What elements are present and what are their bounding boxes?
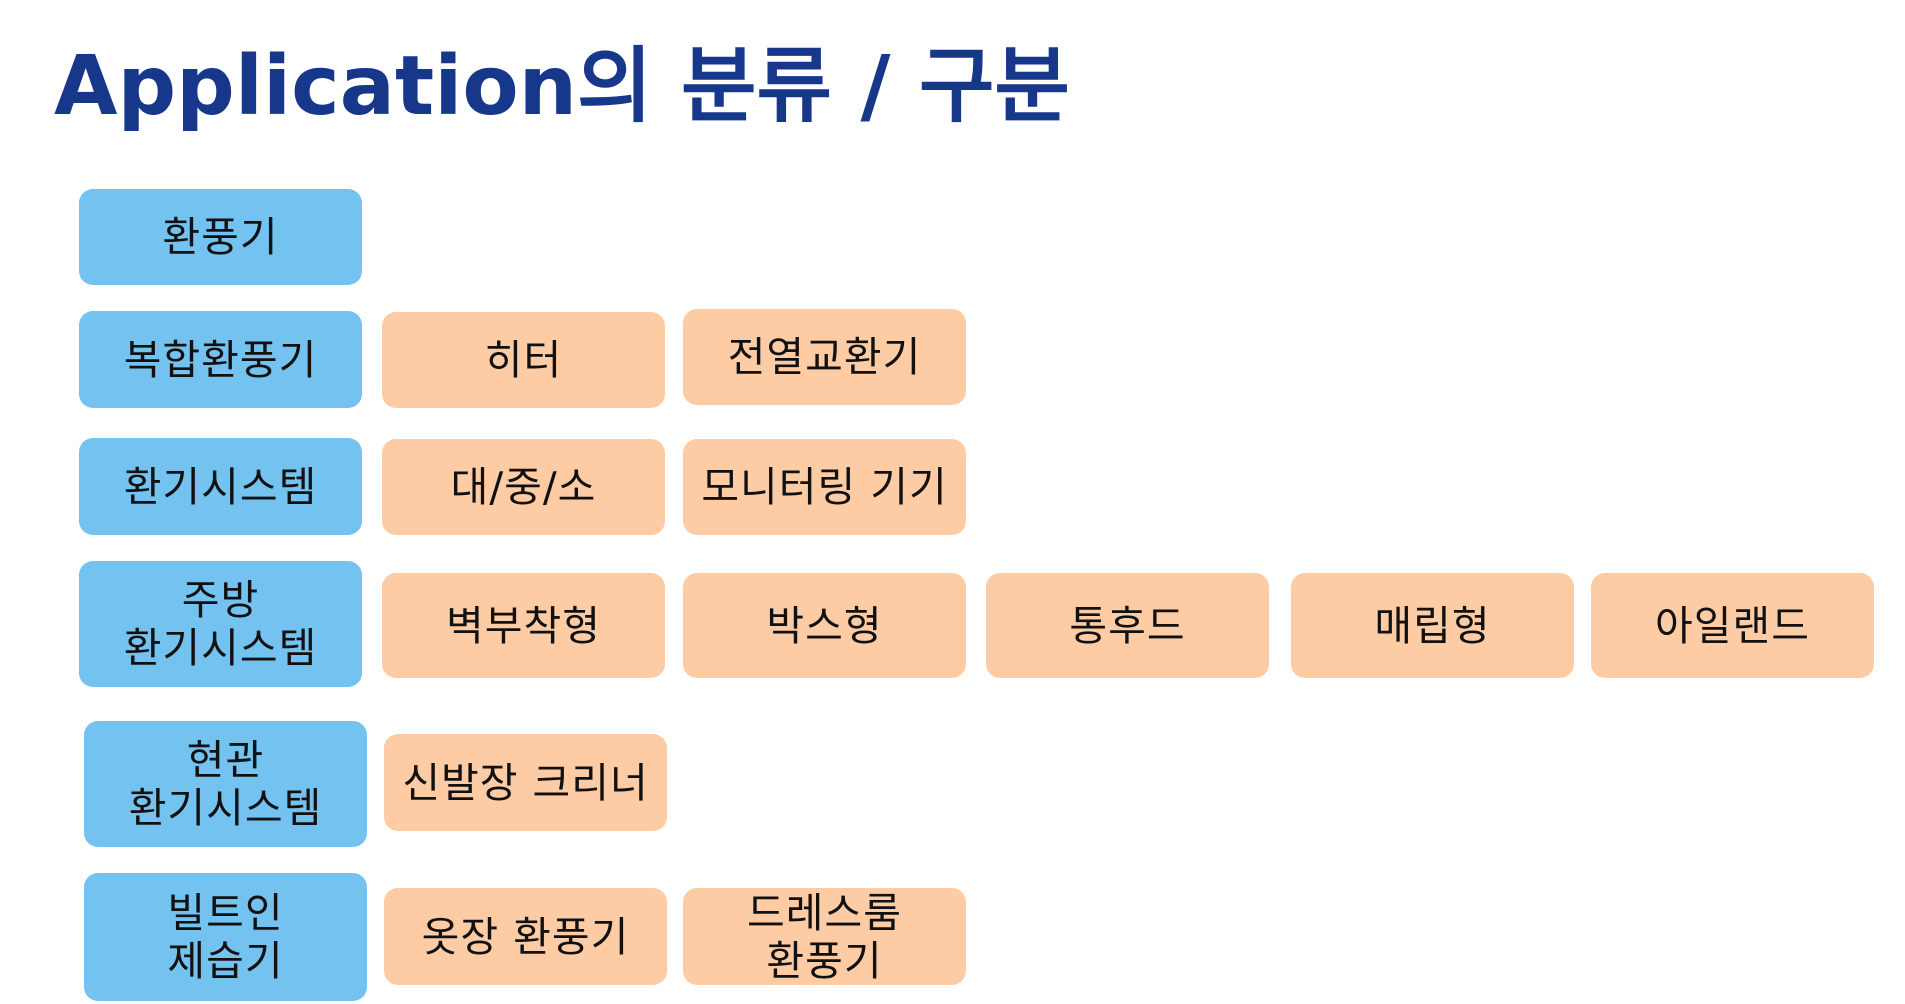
item-box-wall-mounted: 벽부착형	[382, 573, 665, 678]
item-box-shoe-cabinet-cleaner: 신발장 크리너	[384, 734, 667, 831]
category-box-combined-fan: 복합환풍기	[79, 311, 362, 408]
item-box-dressroom-fan: 드레스룸 환풍기	[683, 888, 966, 985]
category-box-built-in-dehumidifier: 빌트인 제습기	[84, 873, 367, 1001]
item-box-box-type: 박스형	[683, 573, 966, 678]
item-box-monitoring-device: 모니터링 기기	[683, 439, 966, 535]
item-box-island: 아일랜드	[1591, 573, 1874, 678]
item-box-built-in-type: 매립형	[1291, 573, 1574, 678]
category-box-entrance-ventilation: 현관 환기시스템	[84, 721, 367, 847]
item-box-heat-exchanger: 전열교환기	[683, 309, 966, 405]
category-box-kitchen-ventilation: 주방 환기시스템	[79, 561, 362, 687]
item-box-heater: 히터	[382, 312, 665, 408]
item-box-tong-hood: 통후드	[986, 573, 1269, 678]
item-box-size: 대/중/소	[382, 439, 665, 535]
category-box-ventilation-system: 환기시스템	[79, 438, 362, 535]
category-box-ventilation-fan: 환풍기	[79, 189, 362, 285]
item-box-wardrobe-fan: 옷장 환풍기	[384, 888, 667, 985]
page-title: Application의 분류 / 구분	[54, 39, 1070, 134]
